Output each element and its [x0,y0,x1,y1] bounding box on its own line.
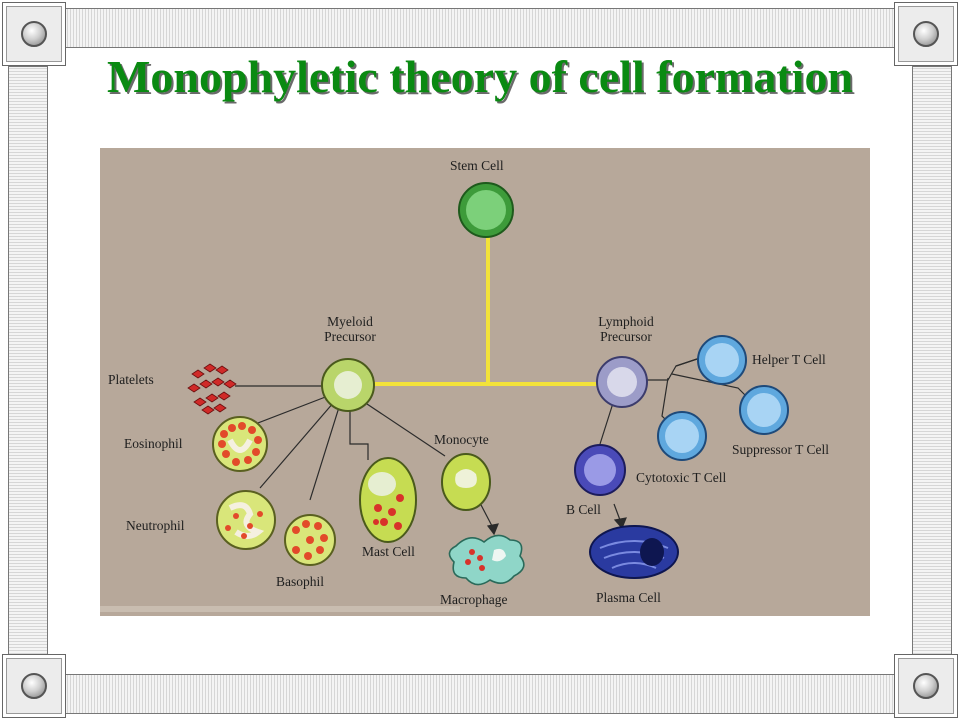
b-cell-label: B Cell [566,502,601,517]
mast-cell-shape [359,457,417,543]
helper-t-cell-label: Helper T Cell [752,352,826,367]
main-connectors [372,236,598,386]
frame-corner-bottom-right [894,654,958,718]
myeloid-line2: Precursor [324,329,376,344]
frame-corner-top-right [894,2,958,66]
frame-corner-bottom-left [2,654,66,718]
platelets-label: Platelets [108,372,154,387]
basophil-connector [309,403,341,501]
neutrophil-label: Neutrophil [126,518,185,533]
helper-t-cell-shape [697,335,747,385]
myeloid-line1: Myeloid [327,314,373,329]
lymphoid-precursor-label: Lymphoid Precursor [576,314,676,344]
cytotoxic-t-cell-label: Cytotoxic T Cell [636,470,727,485]
frame-corner-top-left [2,2,66,66]
corner-knob-icon [913,673,939,699]
slide-title: Monophyletic theory of cell formation [106,51,854,102]
basophil-shape [284,514,336,566]
myeloid-precursor-shape [321,358,375,412]
cell-lineage-diagram: Stem Cell Myeloid Precursor Lymphoid Pre… [100,148,870,616]
corner-knob-icon [913,21,939,47]
basophil-label: Basophil [276,574,325,589]
frame-bottom-bar [60,674,900,714]
stem-cell-shape [458,182,514,238]
eosinophil-label: Eosinophil [124,436,183,451]
neutrophil-connector [259,401,335,489]
stem-cell-label: Stem Cell [450,158,504,173]
macrophage-shape [448,534,525,586]
arrowhead-icon [486,523,499,536]
faded-caption-strip [100,606,460,612]
b-cell-shape [574,444,626,496]
monocyte-label: Monocyte [434,432,489,447]
eosinophil-shape [212,416,268,472]
helper-connector [675,357,701,367]
corner-knob-icon [21,673,47,699]
corner-knob-icon [21,21,47,47]
frame-top-bar [60,8,900,48]
monocyte-to-macrophage-arrow [479,502,493,527]
suppressor-t-cell-shape [739,385,789,435]
frame-left-bar [8,66,48,658]
monocyte-shape [441,453,491,511]
lymphoid-line2: Precursor [600,329,652,344]
myeloid-precursor-label: Myeloid Precursor [300,314,400,344]
mast-connector [349,406,369,460]
plasma-cell-shape [589,525,679,579]
mast-cell-label: Mast Cell [362,544,415,559]
platelets-shape [187,363,237,415]
suppressor-t-cell-label: Suppressor T Cell [732,442,830,457]
macrophage-label: Macrophage [440,592,508,607]
diagram-canvas [187,182,789,586]
plasma-cell-label: Plasma Cell [596,590,661,605]
frame-right-bar [912,66,952,658]
arrowhead-icon [613,517,627,530]
b-cell-connector [599,399,615,445]
cytotoxic-t-cell-shape [657,411,707,461]
eosinophil-connector [249,395,329,427]
b-to-plasma-arrow [613,503,621,521]
monocyte-connector [357,397,446,457]
neutrophil-shape [216,490,276,550]
lymphoid-precursor-shape [596,356,648,408]
lymphoid-line1: Lymphoid [598,314,654,329]
